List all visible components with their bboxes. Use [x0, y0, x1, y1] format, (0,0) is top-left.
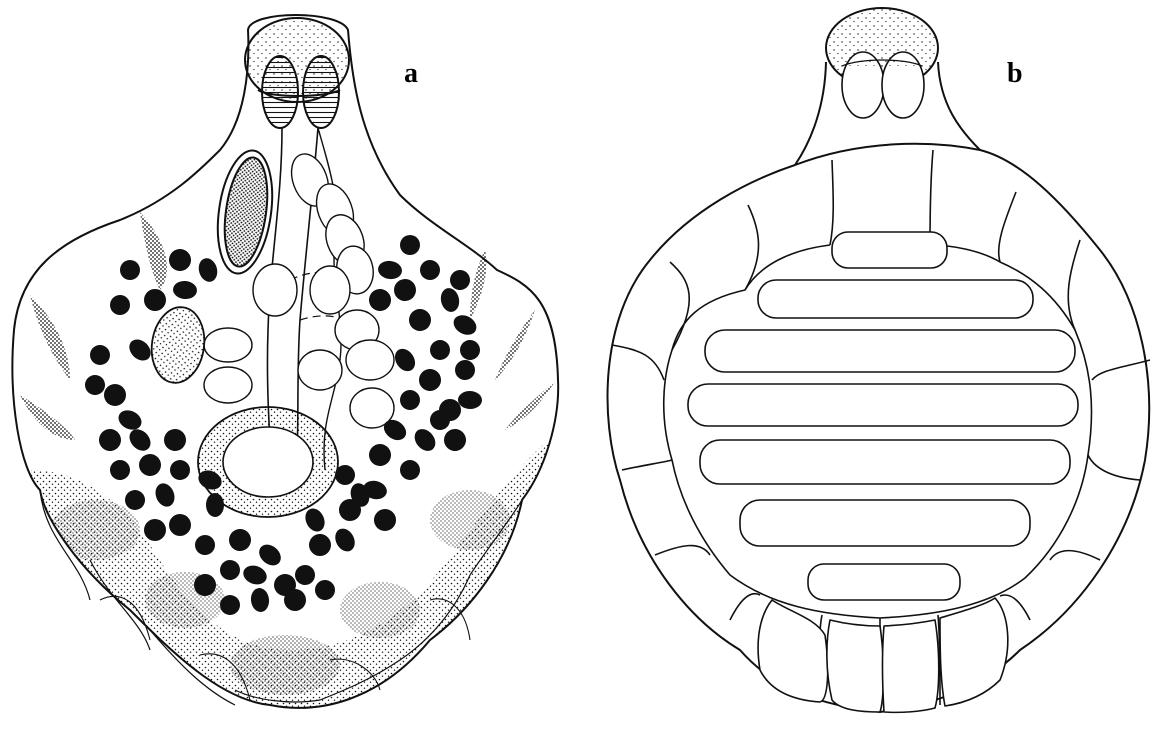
vitelline-follicle — [135, 450, 165, 480]
vitelline-follicle — [97, 427, 122, 452]
vitelline-follicle — [377, 259, 403, 280]
vitelline-follicle — [125, 425, 155, 455]
vitelline-follicle — [439, 286, 462, 313]
vitelline-follicle — [166, 456, 193, 483]
vitelline-follicle — [452, 357, 478, 383]
vitelline-follicle — [331, 525, 358, 555]
oral-sucker-b — [826, 8, 938, 118]
panel-label-a: a — [404, 60, 418, 88]
vitelline-follicle — [370, 505, 401, 536]
vitelline-follicle — [140, 285, 170, 315]
vitelline-follicle — [416, 366, 444, 394]
vitelline-follicle — [196, 256, 220, 284]
vitelline-follicle — [293, 563, 317, 587]
vitelline-follicle — [449, 269, 472, 292]
vitelline-follicle — [107, 292, 133, 318]
vitelline-follicle — [410, 425, 439, 455]
vitelline-follicle — [115, 407, 144, 434]
vitelline-follicle — [152, 481, 178, 510]
vitelline-follicle — [102, 382, 128, 408]
vitelline-follicle — [250, 587, 271, 613]
vitelline-follicle — [369, 444, 392, 467]
vitelline-follicle — [120, 260, 140, 280]
posterior-cells-b — [758, 598, 1008, 712]
vitelline-follicle — [458, 391, 483, 410]
vitelline-follicle — [390, 275, 420, 305]
vitelline-follicle — [396, 231, 424, 259]
vitelline-follicle — [314, 579, 337, 602]
panel-label-b: b — [1007, 60, 1023, 88]
vitelline-follicle — [450, 311, 480, 338]
vitelline-follicle — [440, 425, 471, 456]
vitelline-follicle — [255, 540, 285, 569]
cirrus-sac-a — [211, 147, 280, 277]
lateral-streak-a-3 — [20, 395, 75, 440]
vitelline-follicle — [109, 459, 131, 481]
vitelline-follicle — [165, 245, 196, 276]
vitelline-follicle — [429, 339, 450, 360]
panel-a-specimen — [0, 15, 580, 733]
lateral-streak-a-6 — [505, 380, 556, 430]
vitelline-follicle — [172, 280, 197, 300]
vitelline-follicle — [405, 305, 436, 336]
vitelline-follicle — [226, 526, 253, 553]
panel-b-specimen — [608, 8, 1150, 712]
vitelline-follicle — [191, 531, 219, 559]
vitelline-follicle — [125, 335, 155, 365]
vitelline-follicle — [399, 459, 420, 480]
vitelline-follicle — [165, 510, 196, 541]
vitelline-follicle — [397, 387, 422, 412]
vitelline-follicle — [143, 518, 168, 543]
vitelline-follicle — [456, 336, 484, 364]
lateral-streak-a-1 — [140, 212, 167, 290]
vitelline-follicle — [368, 288, 393, 313]
vitelline-follicle — [417, 257, 443, 283]
lateral-streak-a-4 — [470, 250, 486, 320]
vitelline-follicle — [302, 505, 328, 534]
vitelline-follicle — [216, 556, 244, 584]
ovary-a — [147, 304, 209, 386]
lateral-streak-a-2 — [30, 295, 70, 380]
lateral-streak-a-5 — [495, 310, 535, 380]
vitelline-follicle — [391, 345, 419, 375]
vitelline-follicle — [162, 427, 189, 454]
vitelline-follicle — [305, 530, 334, 559]
vitelline-follicle — [86, 341, 114, 369]
vitelline-follicle — [241, 562, 270, 587]
